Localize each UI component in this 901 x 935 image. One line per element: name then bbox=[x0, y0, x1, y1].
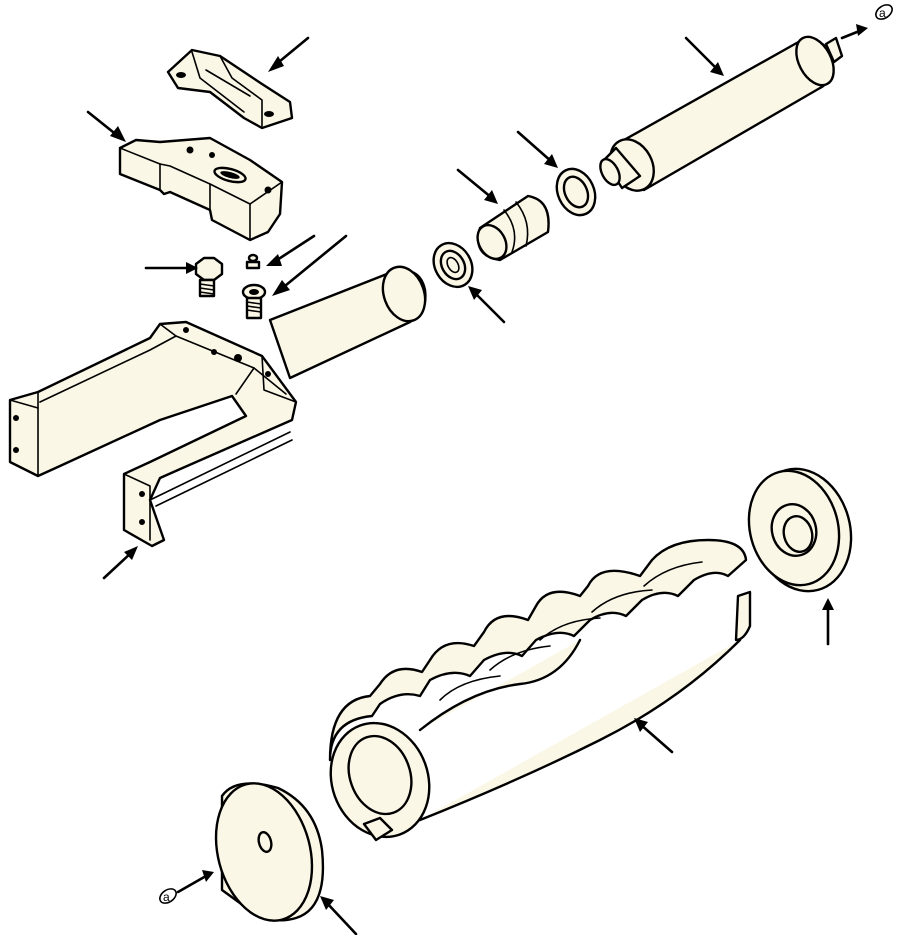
grease-fitting bbox=[245, 253, 261, 270]
idler-yoke bbox=[8, 265, 427, 548]
recoil-cylinder bbox=[599, 35, 844, 192]
retaining-ring bbox=[555, 167, 597, 217]
bottom-reference-mark: a bbox=[159, 888, 177, 904]
socket-bolt bbox=[241, 283, 267, 320]
top-mounting-bracket bbox=[166, 48, 294, 130]
top-reference-label: a bbox=[879, 6, 886, 20]
front-spring-seat bbox=[747, 467, 853, 593]
guide-plate bbox=[118, 136, 284, 242]
recoil-spring bbox=[328, 538, 752, 842]
piston bbox=[476, 194, 550, 262]
bottom-reference-label: a bbox=[163, 890, 170, 904]
oil-seal bbox=[432, 241, 474, 289]
rear-spring-seat bbox=[214, 782, 325, 922]
callout-arrows bbox=[86, 24, 868, 935]
top-reference-mark: a bbox=[875, 4, 893, 20]
hex-bolt bbox=[194, 256, 224, 298]
